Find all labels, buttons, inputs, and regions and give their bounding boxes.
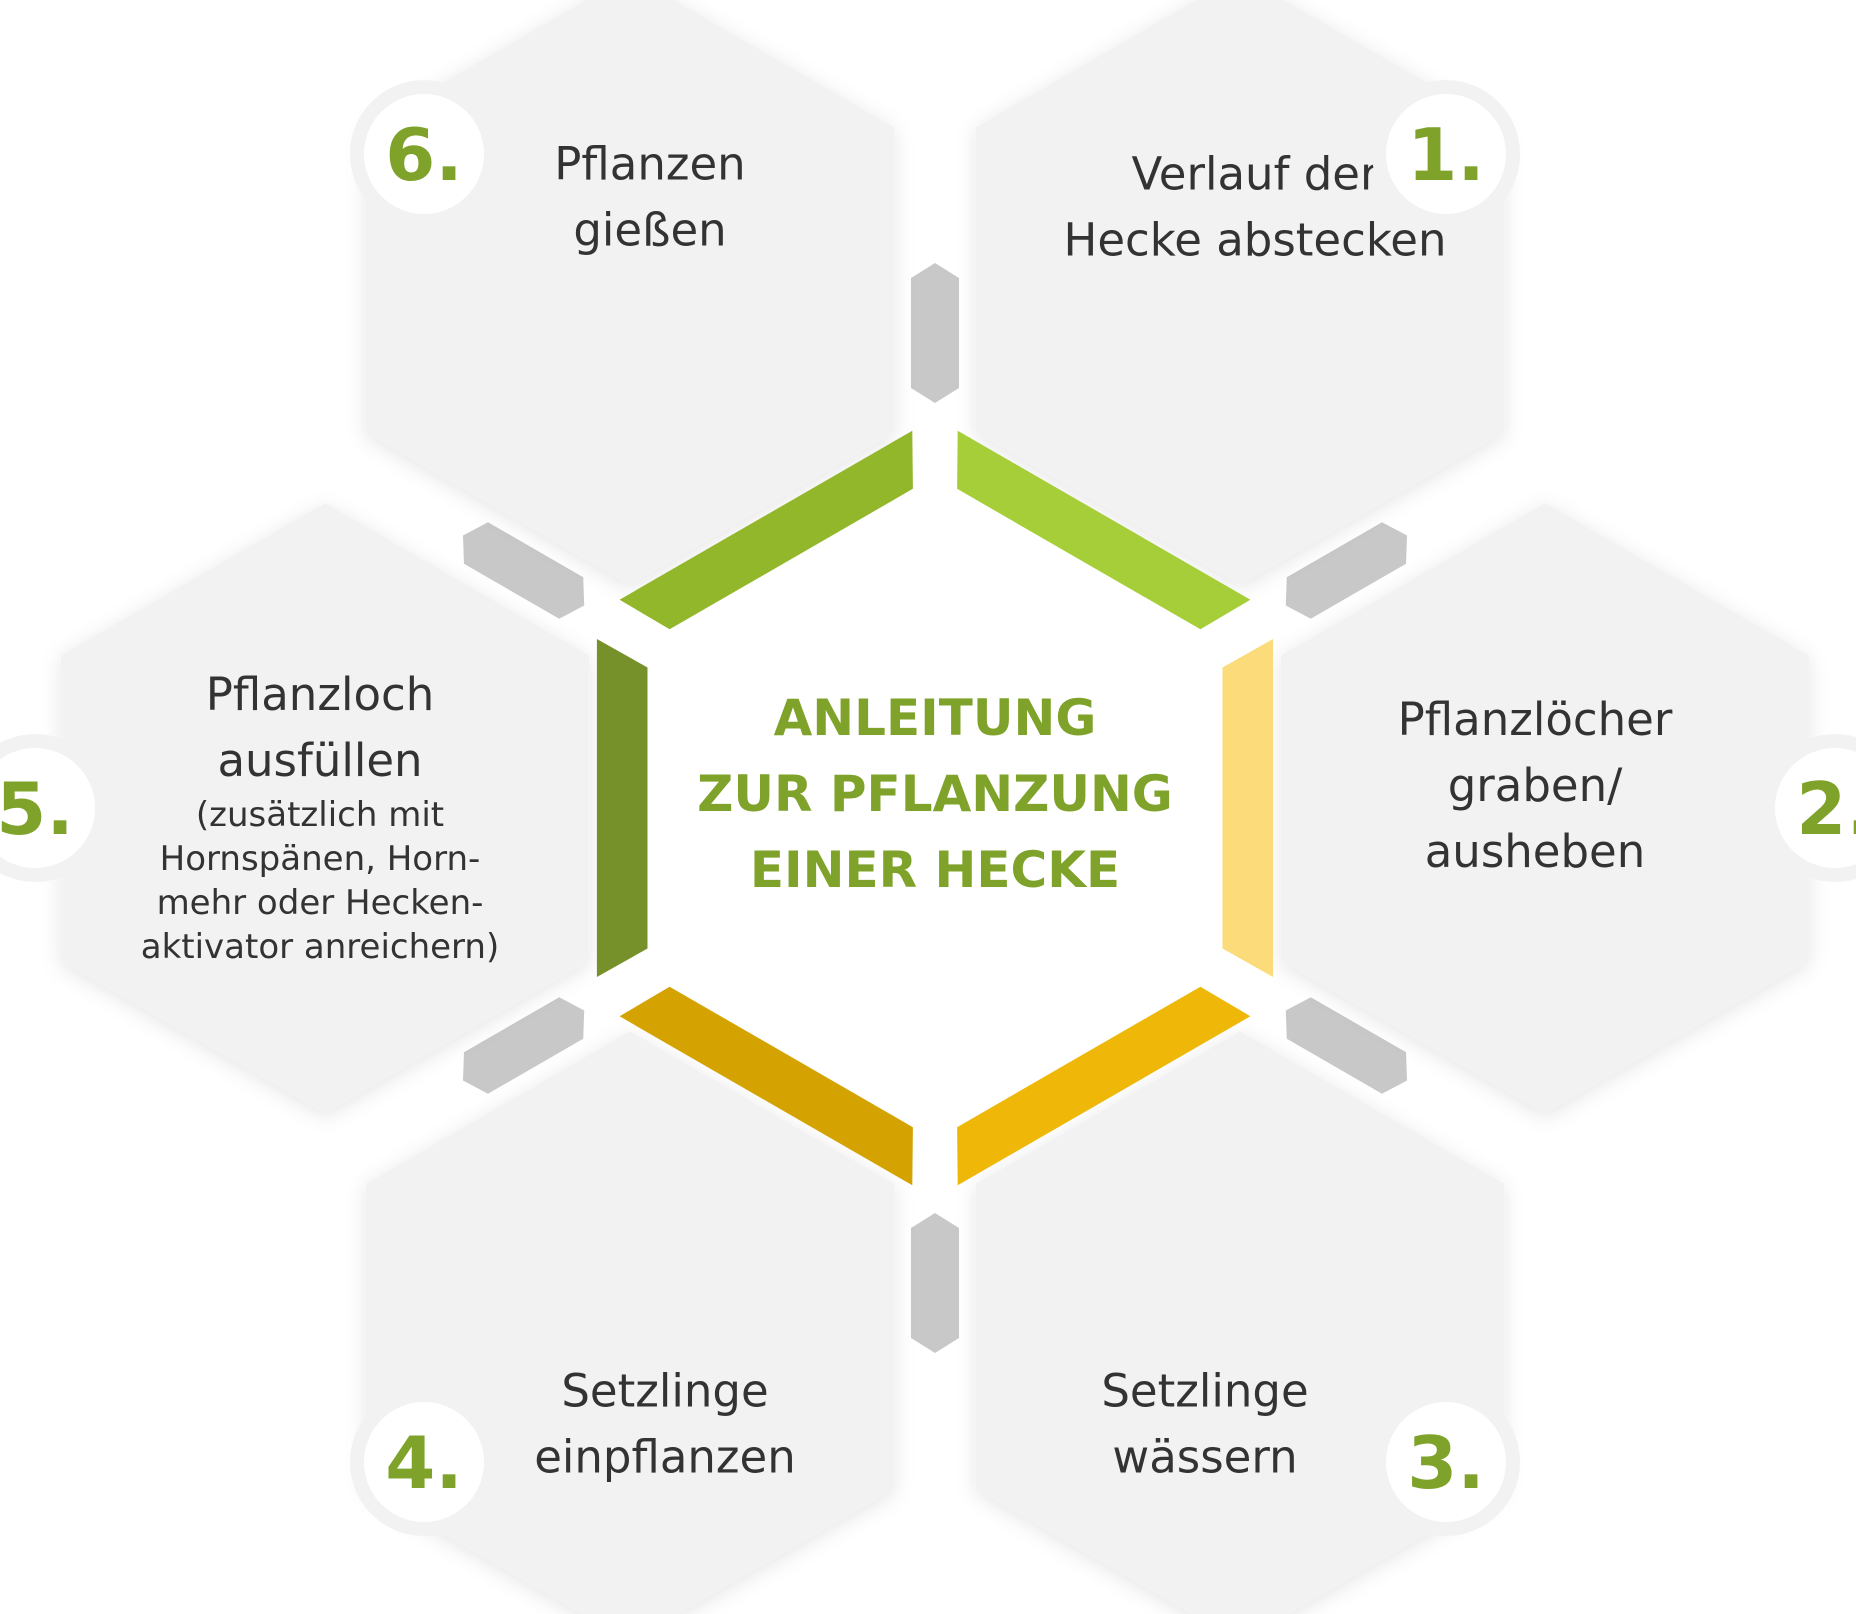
ring-segment-6 [619,430,913,630]
step-number: 1. [1407,113,1484,197]
step-5-note-line: mehr oder Hecken- [157,883,484,923]
ring-segment-2 [1222,639,1274,977]
step-hexagon [365,1031,895,1614]
connector [462,997,585,1094]
step-hexagon [60,503,590,1113]
badge-circle [364,94,484,214]
ring-segment-3 [957,986,1251,1186]
step-4-label-line: einpflanzen [534,1430,796,1483]
step-2-label-line: Pflanzlöcher [1398,693,1673,746]
step-5-badge: 5. [0,734,109,882]
step-number-badges: 1. 2. 3. 4. 5. 6. [0,80,1856,1536]
ring-segment-5 [596,639,648,977]
center-hexagon: ANLEITUNG ZUR PFLANZUNG EINER HECKE [657,488,1213,1128]
step-5-note-line: Hornspänen, Horn- [160,839,481,879]
step-5-label-line: Pflanzloch [206,668,435,721]
connector [1285,997,1408,1094]
step-hexagon [1280,503,1810,1113]
connector [911,263,959,403]
step-1-label-line: Verlauf der [1132,148,1379,201]
connectors [462,263,1408,1353]
step-5-label-line: ausfüllen [217,734,422,787]
connector [462,522,585,619]
step-3-label-line: wässern [1112,1430,1297,1483]
step-4-badge: 4. [350,1388,498,1536]
step-hexagon [975,0,1505,585]
step-5: Pflanzloch ausfüllen (zusätzlich mitHornsp… [60,503,590,1113]
step-5-note-line: aktivator anreichern) [141,927,500,967]
step-2-badge: 2. [1761,734,1856,882]
badge-circle [1386,94,1506,214]
step-hexagon [365,0,895,585]
center-title-line-3: EINER HECKE [750,841,1120,899]
step-4: Setzlinge einpflanzen [365,1031,895,1614]
step-4-label-line: Setzlinge [561,1364,768,1417]
connector [911,1213,959,1353]
step-1-badge: 1. [1372,80,1520,228]
step-6: Pflanzen gießen [365,0,895,585]
center-ring-segments [596,430,1274,1186]
center-title-line-1: ANLEITUNG [774,689,1097,747]
connector [1285,522,1408,619]
step-number: 2. [1796,767,1856,851]
center-title-line-2: ZUR PFLANZUNG [697,765,1173,823]
center-hexagon-shape [657,488,1213,1128]
badge-circle [1386,1402,1506,1522]
badge-circle [1775,748,1856,868]
badge-circle [364,1402,484,1522]
step-2: Pflanzlöcher graben/ausheben [1280,503,1810,1113]
step-6-badge: 6. [350,80,498,228]
step-number: 5. [0,767,74,851]
step-2-label-line: graben/ [1448,759,1623,812]
step-6-label-line: gießen [573,204,726,257]
step-number: 4. [385,1421,462,1505]
step-6-label-line: Pflanzen [554,138,745,191]
step-1-label-line: Hecke abstecken [1063,214,1446,267]
step-2-label-line: ausheben [1425,825,1646,878]
step-3-label-line: Setzlinge [1101,1364,1308,1417]
ring-segment-1 [957,430,1251,630]
step-number: 3. [1407,1421,1484,1505]
step-3-badge: 3. [1372,1388,1520,1536]
step-5-note-line: (zusätzlich mit [196,795,444,835]
ring-segment-4 [619,986,913,1186]
badge-circle [0,748,95,868]
step-3: Setzlinge wässern [975,1031,1505,1614]
step-number: 6. [385,113,462,197]
step-hexagon [975,1031,1505,1614]
